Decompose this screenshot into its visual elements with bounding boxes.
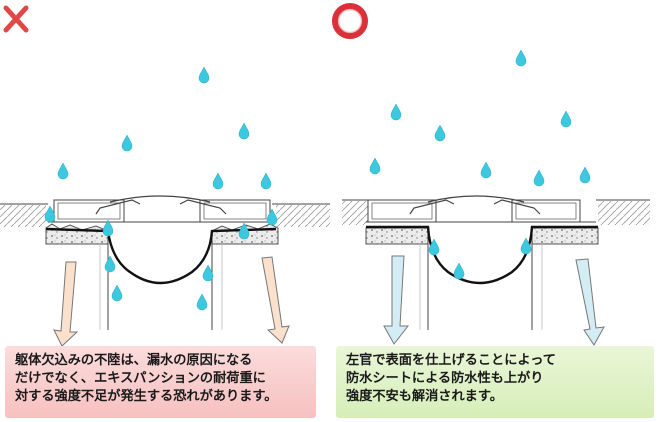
water-drop-icon (111, 284, 123, 302)
caption-bad: 躯体欠込みの不陸は、漏水の原因になる だけでなく、エキスパンションの耐荷重に 対… (5, 346, 316, 418)
water-drop-icon (260, 172, 272, 190)
caption-bad-line: 躯体欠込みの不陸は、漏水の原因になる (15, 353, 253, 368)
water-drop-icon (390, 103, 402, 121)
water-drops (44, 66, 278, 311)
waterproof-sheet (45, 227, 277, 285)
circle-mark-icon (332, 3, 368, 39)
water-drop-icon (104, 255, 116, 273)
water-drop-icon (369, 157, 381, 175)
load-arrow-right (261, 256, 290, 344)
water-drop-icon (238, 122, 250, 140)
caption-good: 左官で表面を仕上げることによって 防水シートによる防水性も上がり 強度不安も解消… (336, 346, 654, 418)
water-drop-icon (212, 172, 224, 190)
water-drop-icon (533, 169, 545, 187)
load-arrow-left (53, 261, 79, 347)
water-drop-icon (560, 110, 572, 128)
water-drop-icon (121, 134, 133, 152)
water-drop-icon (434, 124, 446, 142)
water-drop-icon (480, 161, 492, 179)
expansion-joint-cover-finished (366, 195, 596, 223)
caption-good-line: 強度不安も解消されます。 (346, 389, 503, 404)
bad-panel (0, 5, 330, 347)
water-drop-icon (579, 166, 591, 184)
expansion-joint-cover (48, 195, 276, 223)
water-drops-finished (369, 49, 591, 280)
cross-mark-icon (3, 5, 29, 33)
left-slab-structure-finished (342, 199, 429, 330)
right-slab-structure-finished (531, 199, 650, 330)
water-drop-icon (453, 262, 465, 280)
load-arrow-right-finished (575, 258, 605, 346)
caption-good-line: 左官で表面を仕上げることによって (346, 353, 556, 368)
load-arrow-left-finished (383, 255, 410, 345)
caption-good-line: 防水シートによる防水性も上がり (346, 371, 544, 386)
water-drop-icon (198, 66, 210, 84)
water-drop-icon (515, 49, 527, 67)
water-drop-icon (57, 162, 69, 180)
caption-bad-line: 対する強度不足が発生する恐れがあります。 (15, 389, 278, 404)
left-slab-structure (0, 203, 109, 330)
good-panel (332, 3, 650, 346)
caption-bad-line: だけでなく、エキスパンションの耐荷重に (15, 371, 266, 386)
water-drop-icon (196, 293, 208, 311)
